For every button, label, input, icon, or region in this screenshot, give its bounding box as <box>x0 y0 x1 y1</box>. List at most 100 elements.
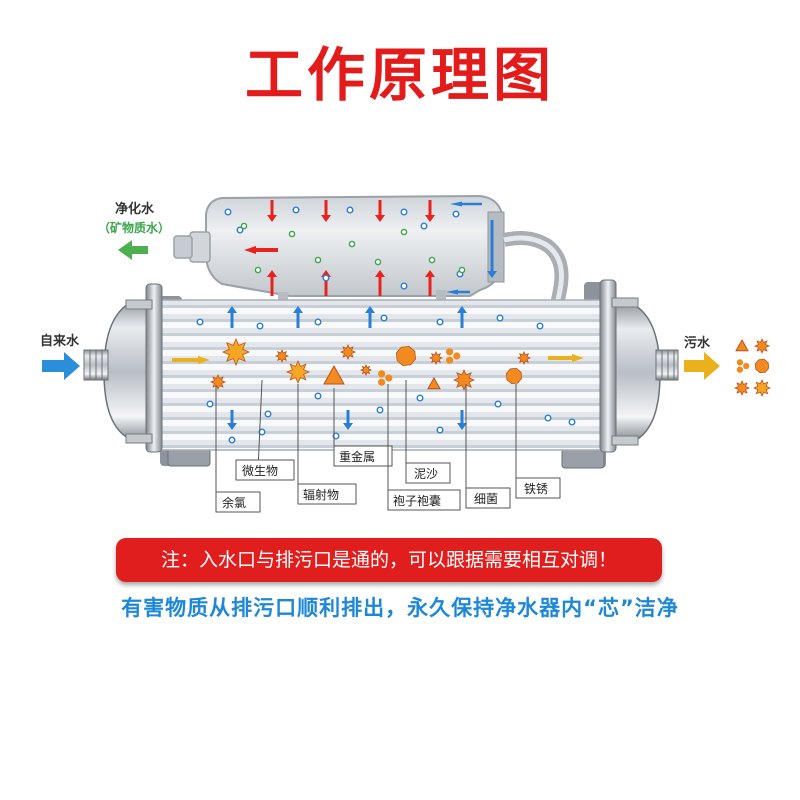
blue-bubble <box>332 432 340 440</box>
discharged-particle <box>734 380 750 396</box>
rust-particle <box>505 367 523 385</box>
blue-bubble <box>346 206 354 214</box>
red-up-arrow-head <box>425 270 435 277</box>
swap-note-banner: 注：入水口与排污口是通的，可以跟据需要相互对调！ <box>116 538 662 582</box>
discharged-particle <box>735 338 749 352</box>
red-down-arrow-head <box>321 215 331 222</box>
blue-bubble <box>376 406 384 414</box>
discharged-particle <box>752 378 772 398</box>
blue-bubble <box>544 414 552 422</box>
red-left-arrow-head <box>244 246 256 254</box>
microorganism-particle <box>340 344 356 360</box>
blue-bubble <box>236 226 244 234</box>
blue-bubble <box>496 314 504 322</box>
red-up-arrow-head <box>267 270 277 277</box>
blue-bubble <box>494 400 502 408</box>
blue-bubble <box>568 418 576 426</box>
purified-water-label: 净化水 <box>115 201 155 217</box>
green-bubble <box>348 240 356 248</box>
red-down-arrow-head <box>267 215 277 222</box>
purified-water-tank <box>173 194 569 312</box>
discharged-particle <box>736 366 744 373</box>
green-bubble <box>314 256 322 264</box>
label-microorganism: 微生物 <box>242 464 278 478</box>
blue-bubble <box>536 322 544 330</box>
green-bubble <box>428 256 436 264</box>
microorganism-particle <box>221 337 251 367</box>
blue-bubble <box>380 314 388 322</box>
blue-up-arrow-head <box>227 306 237 313</box>
tank-flow-arrows <box>244 200 497 296</box>
blue-bubble <box>436 318 444 326</box>
heavy-metal-particle <box>427 376 441 390</box>
blue-up-arrow-head <box>293 306 303 313</box>
blue-bubble <box>400 282 408 290</box>
rust-particle <box>516 350 532 366</box>
blue-bubble <box>416 394 424 402</box>
main-filter-housing <box>83 279 679 469</box>
waste-water-label: 污水 <box>684 335 711 351</box>
heavy-metal-particle <box>323 364 345 385</box>
label-radiation: 辐射物 <box>303 487 339 502</box>
red-down-arrow-head <box>375 215 385 222</box>
blue-down-arrow-head <box>487 271 497 278</box>
blue-up-arrow-head <box>457 306 467 313</box>
blue-left-arrow-head <box>450 201 462 207</box>
bacteria-particle <box>452 368 476 392</box>
blue-return-arrow-head <box>446 289 458 295</box>
blue-bubble <box>452 210 460 218</box>
green-bubble <box>374 258 382 266</box>
discharged-contaminants <box>734 338 772 398</box>
spore-particle <box>446 348 454 356</box>
discharged-particle <box>754 338 770 354</box>
label-residual-chlorine: 余氯 <box>222 495 246 510</box>
blue-bubble <box>322 274 330 282</box>
page-title: 工作原理图 <box>244 41 555 109</box>
yellow-flow-arrow-head <box>198 356 210 364</box>
residual-chlorine-particle <box>210 374 226 390</box>
water-bubbles <box>196 206 576 444</box>
waste-water-outlet-arrow <box>684 352 720 380</box>
spore-particle <box>378 378 386 386</box>
housing-flow-arrows <box>172 306 584 430</box>
green-bubble <box>458 266 466 274</box>
spore-particle <box>446 356 454 364</box>
contaminant-callouts: 微生物 重金属 泥沙 铁锈 余氯 辐射物 袍子袍囊 细菌 <box>215 379 561 513</box>
blue-up-arrow-head <box>365 306 375 313</box>
blue-bubble <box>256 322 264 330</box>
yellow-flow-arrow-head <box>572 354 584 362</box>
blue-bubble <box>228 436 236 444</box>
blue-down-arrow-head <box>457 423 467 430</box>
label-bacteria: 细菌 <box>474 492 498 506</box>
blue-bubble <box>206 400 214 408</box>
blue-bubble <box>196 318 204 326</box>
red-down-arrow-head <box>425 215 435 222</box>
sediment-particle <box>428 350 444 366</box>
spore-particle <box>378 370 386 378</box>
blue-bubble <box>224 208 232 216</box>
green-bubble <box>288 230 296 238</box>
blue-down-arrow-head <box>227 423 237 430</box>
discharged-particle <box>754 358 770 374</box>
contaminant-particles <box>210 337 532 392</box>
blue-bubble <box>292 206 300 214</box>
spore-particle <box>385 374 393 382</box>
blue-bubble <box>314 392 322 400</box>
green-bubble <box>400 228 408 236</box>
discharged-particle <box>736 359 744 366</box>
radiation-particle <box>285 359 311 385</box>
label-heavy-metal: 重金属 <box>339 449 375 464</box>
blue-bubble <box>314 318 322 326</box>
sediment-particle <box>395 345 417 367</box>
blue-bubble <box>400 208 408 216</box>
footnote: 有害物质从排污口顺利排出，永久保持净水器内“芯”洁净 <box>121 596 679 620</box>
label-spores: 袍子袍囊 <box>393 493 441 508</box>
tap-water-label: 自来水 <box>40 333 80 349</box>
blue-down-arrow-head <box>343 423 353 430</box>
label-sediment: 泥沙 <box>414 467 438 481</box>
blue-bubble <box>420 222 428 230</box>
microorganism-particle <box>274 348 290 364</box>
red-up-arrow-head <box>321 270 331 277</box>
label-rust: 铁锈 <box>524 482 548 496</box>
